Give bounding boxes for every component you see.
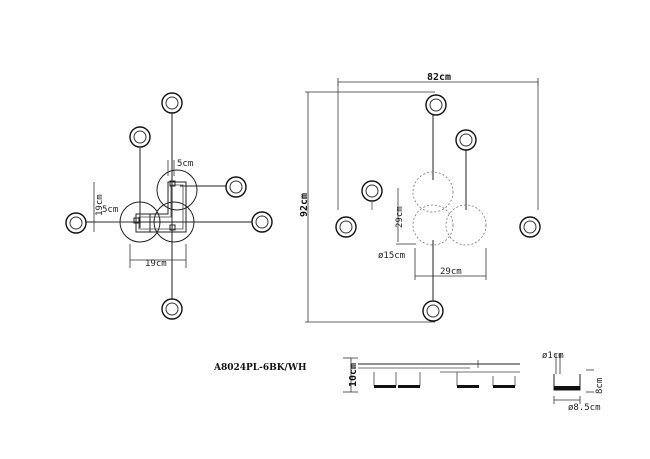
model-code: A8024PL-6BK/WH bbox=[213, 363, 307, 373]
lamp-ring bbox=[361, 180, 383, 202]
bracket-node bbox=[169, 180, 176, 187]
side-view: 10cm ø1cm 8cm ø8.5cm bbox=[343, 351, 605, 413]
lamp-ring-inner bbox=[459, 133, 473, 147]
shade-detail-bar bbox=[554, 386, 580, 390]
shade-bar bbox=[398, 385, 420, 388]
lamp-ring bbox=[251, 211, 273, 233]
lamp-ring-inner bbox=[523, 220, 537, 234]
dim-label-arm-width: 5cm bbox=[177, 159, 193, 169]
body-disc-dashed bbox=[412, 204, 454, 246]
lamp-ring bbox=[161, 298, 183, 320]
body-disc-top bbox=[156, 169, 198, 211]
dim-label-overall-height: 92cm bbox=[299, 193, 310, 217]
dim-label-overall-width: 82cm bbox=[427, 72, 451, 83]
body-disc-dashed bbox=[445, 204, 487, 246]
lamp-ring bbox=[225, 176, 247, 198]
lamp-ring-inner bbox=[365, 184, 379, 198]
lamp-ring-inner bbox=[429, 98, 443, 112]
dim-label-shade-height: 8cm bbox=[595, 378, 605, 394]
lamp-ring bbox=[129, 126, 151, 148]
dim-label-canopy-height: 10cm bbox=[348, 363, 359, 387]
front-view: 82cm 92cm 29cm ø15cm bbox=[299, 72, 541, 323]
lamp-ring bbox=[425, 94, 447, 116]
lamp-ring-inner bbox=[339, 220, 353, 234]
dim-label-shade-diameter: ø8.5cm bbox=[568, 403, 601, 413]
top-view: 5cm 19cm 5cm 19cm bbox=[65, 92, 273, 320]
body-disc-right bbox=[153, 201, 195, 243]
lamp-ring bbox=[519, 216, 541, 238]
dim-label-disc-width: 29cm bbox=[440, 267, 462, 277]
bracket-node bbox=[133, 217, 140, 224]
l-bracket bbox=[135, 181, 187, 233]
lamp-ring bbox=[65, 212, 87, 234]
dim-label-body-height: 19cm bbox=[95, 194, 105, 216]
lamp-ring-inner bbox=[255, 215, 269, 229]
lamp-ring bbox=[455, 129, 477, 151]
lamp-ring bbox=[161, 92, 183, 114]
lamp-ring bbox=[422, 300, 444, 322]
lamp-ring-inner bbox=[69, 216, 83, 230]
dim-label-disc-height: 29cm bbox=[395, 206, 405, 228]
lamp-ring-inner bbox=[229, 180, 243, 194]
shade-bar bbox=[374, 385, 396, 388]
body-disc-dashed bbox=[412, 171, 454, 213]
dim-label-stem-diameter: ø15cm bbox=[378, 251, 405, 261]
shade-bar bbox=[457, 385, 479, 388]
lamp-ring-inner bbox=[165, 96, 179, 110]
l-bracket-inner bbox=[138, 184, 184, 230]
dim-label-body-width: 19cm bbox=[145, 259, 167, 269]
lamp-ring-inner bbox=[133, 130, 147, 144]
shade-bar bbox=[493, 385, 515, 388]
dim-label-rod-diameter: ø1cm bbox=[542, 351, 564, 361]
bracket-node bbox=[169, 224, 176, 231]
lamp-ring bbox=[335, 216, 357, 238]
lamp-ring-inner bbox=[426, 304, 440, 318]
dim-label-arm-height: 5cm bbox=[102, 205, 118, 215]
lamp-ring-inner bbox=[165, 302, 179, 316]
